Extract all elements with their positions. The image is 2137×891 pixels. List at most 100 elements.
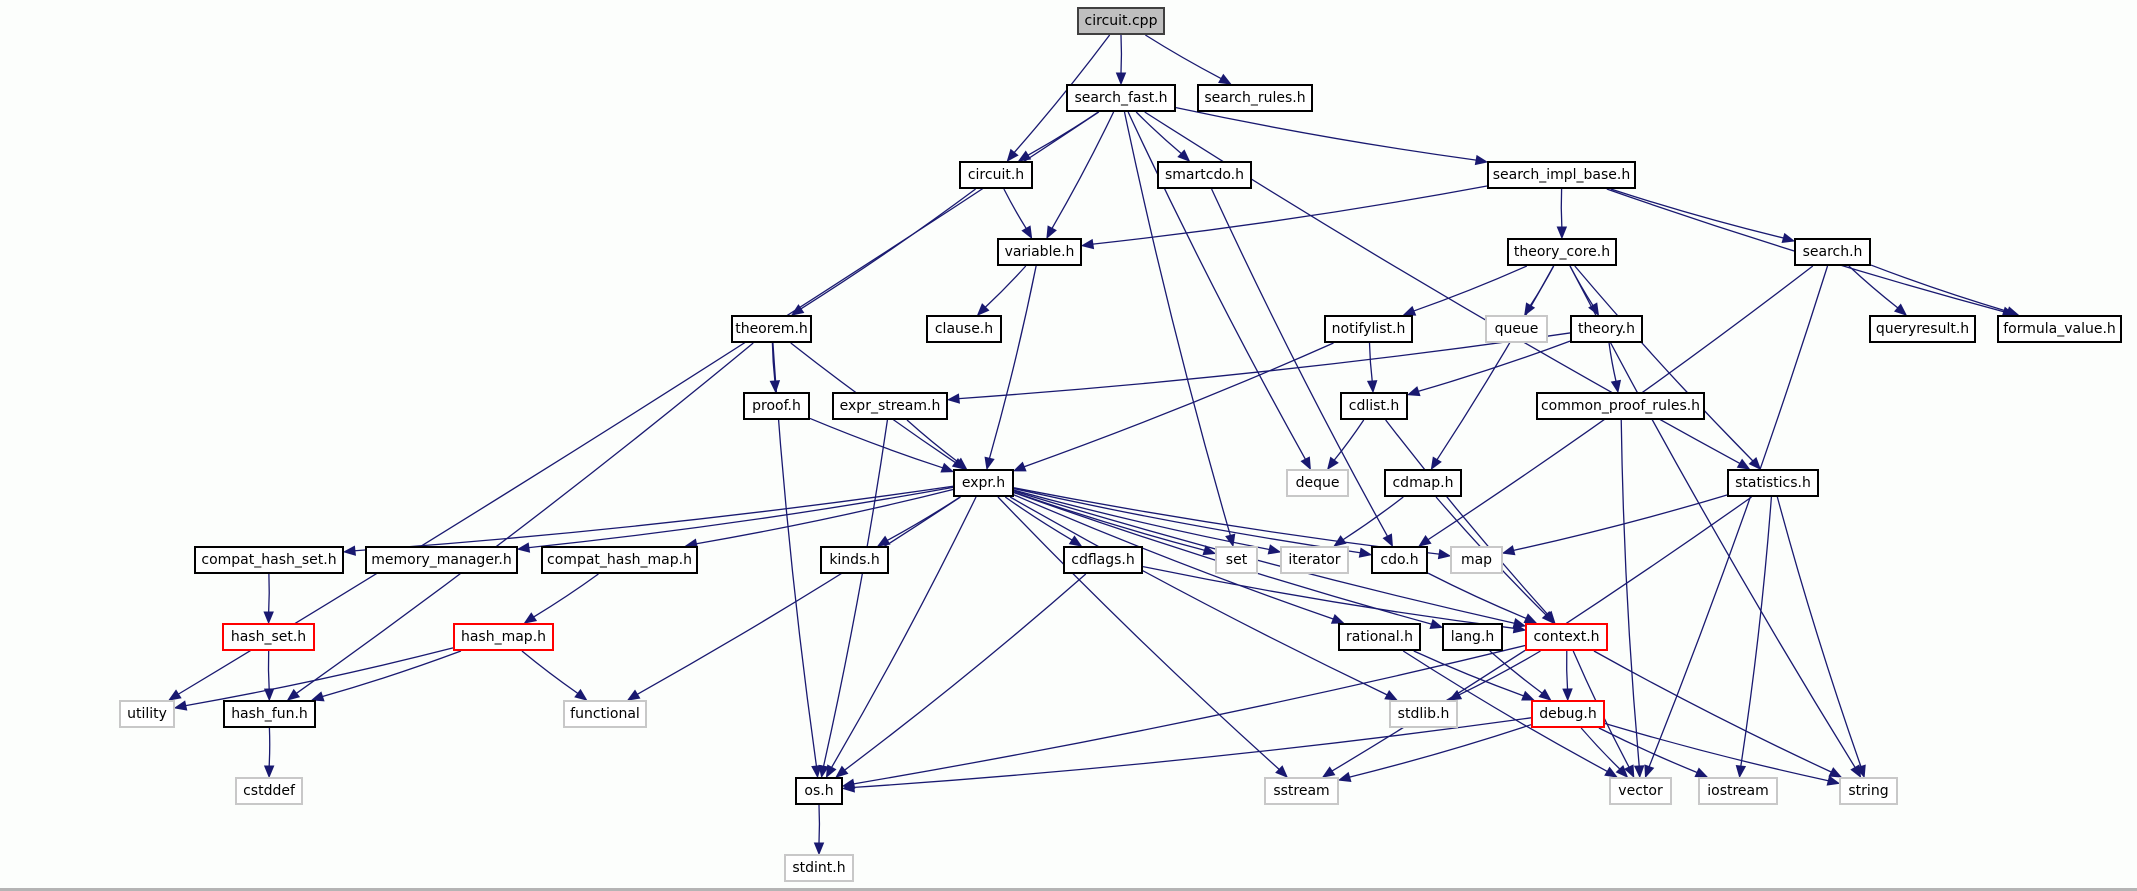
edge-search_impl_base_h-to-theory_core_h (1560, 188, 1563, 228)
arrowhead-debug_h-to-os_h (841, 782, 855, 793)
node-theorem-h[interactable]: theorem.h (731, 315, 812, 343)
node-expr-h[interactable]: expr.h (953, 469, 1014, 497)
edge-search_fast_h-to-utility (178, 111, 1100, 695)
node-hash-set-h[interactable]: hash_set.h (222, 623, 315, 651)
edge-expr_h-to-memory_manager_h (528, 486, 954, 549)
arrowhead-search_h-to-queryresult_h (1893, 303, 1908, 316)
node-sstream: sstream (1264, 777, 1339, 805)
arrowhead-compat_hash_set_h-to-hash_set_h (263, 611, 274, 625)
edge-statistics_h-to-map (1513, 494, 1728, 551)
node-notifylist-h[interactable]: notifylist.h (1324, 315, 1413, 343)
edge-expr_h-to-rational_h (1013, 494, 1334, 620)
edge-search_fast_h-to-set (1123, 111, 1231, 536)
node-os-h[interactable]: os.h (795, 777, 843, 805)
node-statistics-h[interactable]: statistics.h (1727, 469, 1819, 497)
arrowhead-variable_h-to-clause_h (976, 303, 990, 316)
arrowhead-circuit_cpp-to-circuit_h (1006, 148, 1019, 163)
node-stdlib-h: stdlib.h (1389, 700, 1458, 728)
node-kinds-h[interactable]: kinds.h (820, 546, 889, 574)
node-map: map (1450, 546, 1503, 574)
node-cdo-h[interactable]: cdo.h (1371, 546, 1428, 574)
arrowhead-common_proof_rules_h-to-vector (1633, 765, 1645, 779)
node-context-h[interactable]: context.h (1525, 623, 1608, 651)
arrowhead-expr_h-to-functional (626, 689, 641, 701)
edge-cdo_h-to-context_h (1427, 572, 1527, 619)
edge-expr_stream_h-to-os_h (822, 419, 889, 767)
node-cdlist-h[interactable]: cdlist.h (1340, 392, 1408, 420)
edge-search_fast_h-to-deque (1127, 111, 1306, 460)
edge-cdflags_h-to-context_h (1142, 566, 1515, 629)
node-search-h[interactable]: search.h (1794, 238, 1871, 266)
node-queryresult-h[interactable]: queryresult.h (1869, 315, 1976, 343)
node-circuit-cpp[interactable]: circuit.cpp (1077, 7, 1165, 35)
arrowhead-theory_h-to-cdlist_h (1406, 386, 1421, 397)
edge-theorem_h-to-hash_fun_h (296, 342, 754, 694)
edge-theory_h-to-common_proof_rules_h (1608, 342, 1617, 382)
node-set: set (1215, 546, 1258, 574)
arrowhead-expr_h-to-os_h (825, 764, 837, 779)
arrowhead-rational_h-to-vector (1604, 766, 1618, 778)
node-common-proof-rules-h[interactable]: common_proof_rules.h (1536, 392, 1705, 420)
node-search-rules-h[interactable]: search_rules.h (1197, 84, 1313, 112)
arrowhead-context_h-to-stdlib_h (1448, 689, 1463, 701)
arrowhead-os_h-to-stdint_h (813, 842, 825, 856)
node-compat-hash-set-h[interactable]: compat_hash_set.h (194, 546, 344, 574)
arrowhead-circuit_h-to-variable_h (1021, 225, 1033, 240)
edge-search_fast_h-to-circuit_h (1027, 111, 1099, 156)
node-theory-h[interactable]: theory.h (1570, 315, 1643, 343)
node-search-impl-base-h[interactable]: search_impl_base.h (1487, 161, 1636, 189)
node-memory-manager-h[interactable]: memory_manager.h (365, 546, 518, 574)
edge-compat_hash_map_h-to-hash_map_h (533, 573, 599, 618)
arrowhead-expr_h-to-kinds_h (876, 535, 891, 547)
node-theory-core-h[interactable]: theory_core.h (1507, 238, 1617, 266)
arrowhead-expr_h-to-iterator (1267, 544, 1282, 555)
node-hash-map-h[interactable]: hash_map.h (453, 623, 554, 651)
edge-search_h-to-queryresult_h (1848, 265, 1899, 309)
edge-notifylist_h-to-cdlist_h (1368, 342, 1373, 382)
node-cdmap-h[interactable]: cdmap.h (1384, 469, 1462, 497)
arrowhead-context_h-to-vector (1624, 764, 1635, 779)
node-compat-hash-map-h[interactable]: compat_hash_map.h (541, 546, 698, 574)
node-variable-h[interactable]: variable.h (997, 238, 1082, 266)
edge-expr_h-to-context_h (1013, 490, 1515, 624)
edge-context_h-to-stdlib_h (1458, 650, 1541, 696)
edge-hash_fun_h-to-cstddef (268, 727, 271, 767)
node-string: string (1839, 777, 1898, 805)
edge-search_impl_base_h-to-search_h (1610, 188, 1784, 239)
node-smartcdo-h[interactable]: smartcdo.h (1157, 161, 1252, 189)
arrowhead-theory_h-to-common_proof_rules_h (1610, 379, 1622, 394)
edge-statistics_h-to-iostream (1740, 496, 1773, 767)
node-cdflags-h[interactable]: cdflags.h (1063, 546, 1143, 574)
arrowhead-hash_map_h-to-hash_fun_h (310, 691, 325, 702)
node-debug-h[interactable]: debug.h (1531, 700, 1605, 728)
arrowhead-expr_h-to-lang_h (1429, 618, 1444, 629)
node-proof-h[interactable]: proof.h (743, 392, 810, 420)
edge-hash_map_h-to-hash_fun_h (322, 650, 462, 698)
node-search-fast-h[interactable]: search_fast.h (1066, 84, 1176, 112)
edge-notifylist_h-to-expr_h (1023, 342, 1334, 468)
node-circuit-h[interactable]: circuit.h (959, 161, 1033, 189)
node-expr-stream-h[interactable]: expr_stream.h (832, 392, 948, 420)
node-hash-fun-h[interactable]: hash_fun.h (223, 700, 316, 728)
edge-expr_h-to-compat_hash_set_h (354, 485, 954, 552)
arrowhead-debug_h-to-sstream (1337, 771, 1352, 783)
node-stdint-h: stdint.h (784, 854, 854, 882)
node-rational-h[interactable]: rational.h (1338, 623, 1421, 651)
node-clause-h[interactable]: clause.h (926, 315, 1002, 343)
arrowhead-search_fast_h-to-utility (168, 689, 182, 701)
node-formula-value-h[interactable]: formula_value.h (1997, 315, 2122, 343)
edge-search_fast_h-to-variable_h (1051, 111, 1115, 229)
arrowhead-cdmap_h-to-context_h (1541, 611, 1555, 624)
edge-expr_stream_h-to-expr_h (906, 419, 959, 463)
edge-rational_h-to-debug_h (1413, 650, 1524, 697)
edge-cdflags_h-to-os_h (844, 573, 1087, 771)
edge-expr_h-to-os_h (831, 496, 977, 768)
arrowhead-theorem_h-to-hash_fun_h (286, 688, 301, 701)
arrowhead-cdlist_h-to-deque (1326, 456, 1339, 471)
node-lang-h[interactable]: lang.h (1442, 623, 1503, 651)
edge-search_impl_base_h-to-variable_h (1092, 185, 1488, 245)
edge-debug_h-to-string (1604, 722, 1829, 782)
arrowhead-theory_core_h-to-cdmap_h (1430, 456, 1442, 471)
edge-search_h-to-formula_value_h (1870, 264, 2008, 313)
